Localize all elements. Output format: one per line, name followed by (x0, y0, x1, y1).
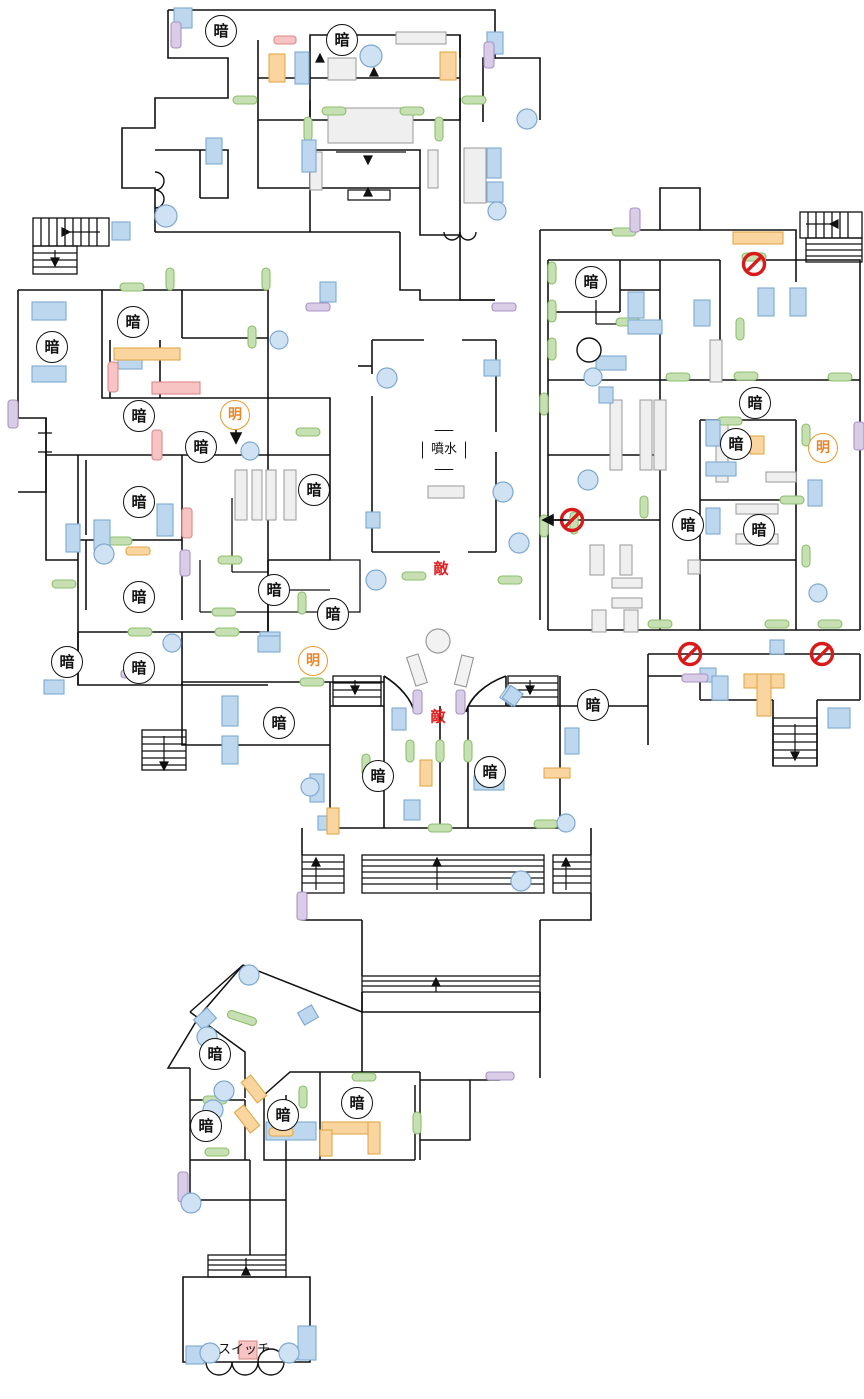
walls-bottom-rooms (263, 1071, 500, 1161)
stair-direction-arrows (50, 52, 839, 1276)
walls-lower-center (181, 653, 861, 829)
doors-red[interactable] (107, 35, 297, 1360)
doors-green[interactable] (51, 95, 853, 1157)
walls-top-thin (336, 151, 406, 201)
doors-purple[interactable] (7, 21, 864, 1203)
walls-switch-room (182, 1276, 311, 1363)
curl-connectors-top (154, 171, 477, 241)
item-circles-outline[interactable] (576, 337, 602, 363)
direction-arrows-misc (229, 424, 566, 527)
furniture-right (589, 339, 797, 633)
walls-bottom-connector (361, 992, 541, 1013)
doors-orange[interactable] (113, 51, 785, 1157)
furniture-center-court (427, 485, 465, 499)
walls-right (539, 187, 861, 631)
item-circles[interactable] (93, 44, 828, 1364)
furniture-left-lower (234, 469, 297, 521)
walls-mid-left-thin (38, 432, 361, 632)
